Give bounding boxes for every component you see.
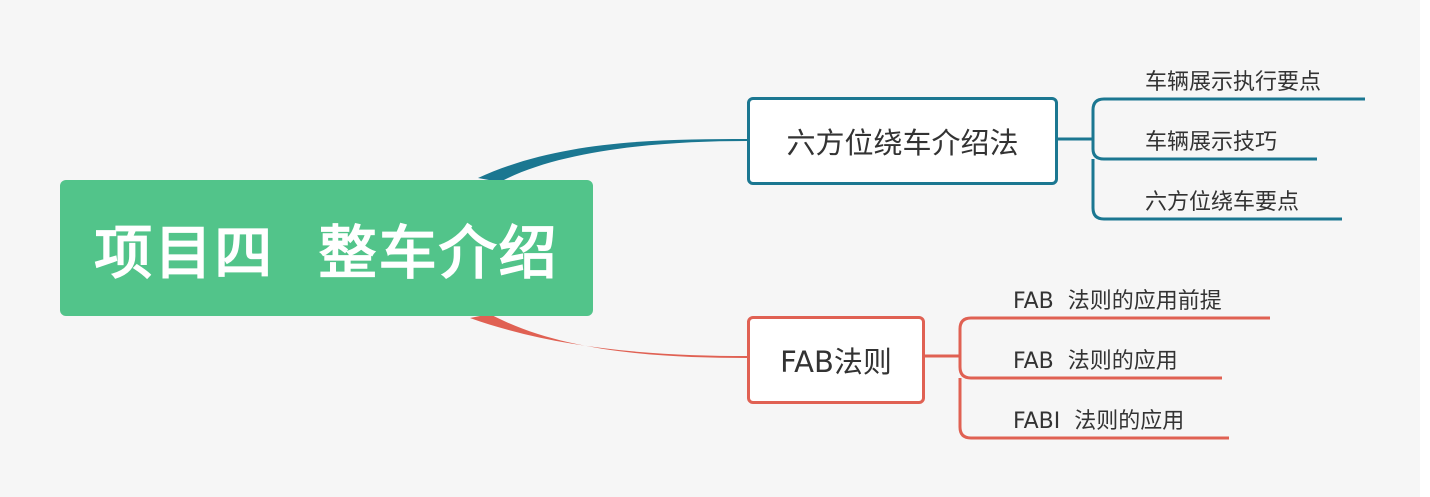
connector-root-branch-b [470, 314, 747, 358]
subtopic-vehicle-display-skills[interactable]: 车辆展示技巧 [1145, 130, 1278, 155]
subtopic-fab-application[interactable]: FAB 法则的应用 [1013, 349, 1178, 374]
connector-a-leaf-3 [1091, 159, 1342, 221]
connector-b-leaf-2 [958, 356, 1222, 380]
subtopic-six-position-points[interactable]: 六方位绕车要点 [1145, 190, 1300, 215]
branch-topic-six-position[interactable]: 六方位绕车介绍法 [747, 97, 1058, 185]
subtopic-fabi-application[interactable]: FABI 法则的应用 [1013, 409, 1185, 434]
branch-topic-fab[interactable]: FAB法则 [747, 316, 925, 404]
connector-a-leaf-1 [1091, 97, 1365, 139]
subtopic-fab-premise[interactable]: FAB 法则的应用前提 [1013, 289, 1222, 314]
subtopic-vehicle-display-points[interactable]: 车辆展示执行要点 [1145, 70, 1322, 95]
connector-b-leaf-1 [958, 316, 1270, 356]
page-margin [1420, 0, 1430, 497]
connector-root-branch-a [478, 139, 747, 182]
connector-b-leaf-3 [958, 378, 1229, 440]
connector-a-leaf-2 [1091, 139, 1317, 161]
root-topic[interactable]: 项目四 整车介绍 [60, 180, 593, 316]
